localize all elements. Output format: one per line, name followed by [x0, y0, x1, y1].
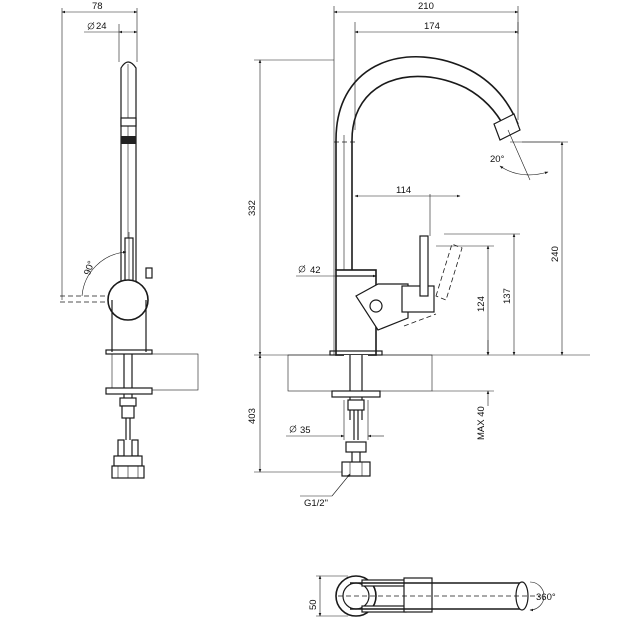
- dim-240: 240: [522, 141, 568, 356]
- dim-360-label: 360°: [536, 592, 556, 603]
- dim-332-label: 332: [247, 200, 258, 216]
- dim-max-40: MAX 40: [432, 340, 494, 440]
- dim-diameter-50: 50: [308, 575, 348, 617]
- dim-diameter-42: 42: [296, 264, 377, 278]
- dim-240-label: 240: [550, 246, 561, 262]
- dim-42-label: 42: [310, 265, 321, 276]
- dim-403-label: 403: [247, 408, 258, 424]
- dim-78: 78: [61, 1, 138, 300]
- top-view: 50 360°: [308, 575, 556, 617]
- dim-max-40-label: MAX 40: [476, 406, 487, 440]
- dim-332: 332: [247, 59, 334, 356]
- dim-174-label: 174: [424, 21, 440, 32]
- thread-callout: G1/2": [300, 473, 351, 509]
- dim-diameter-24-label: 24: [96, 21, 107, 32]
- dim-137-label: 137: [502, 288, 513, 304]
- dim-20-label: 20°: [490, 154, 505, 165]
- dim-210-label: 210: [418, 1, 434, 12]
- dim-114-label: 114: [396, 185, 411, 196]
- side-view: 78 24 90°: [60, 1, 199, 479]
- thread-label: G1/2": [304, 498, 328, 509]
- dim-114: 114: [354, 185, 461, 236]
- dim-78-label: 78: [92, 1, 103, 12]
- dim-90-label: 90°: [82, 259, 97, 276]
- dim-403: 403: [247, 354, 350, 473]
- dim-137: 137: [502, 233, 516, 356]
- dim-174: 174: [354, 21, 519, 130]
- dim-124-label: 124: [476, 296, 487, 312]
- front-view: 210 174 332 403 20°: [247, 1, 590, 509]
- dim-35-label: 35: [300, 425, 311, 436]
- dim-diameter-35: 35: [286, 400, 384, 440]
- dim-diameter-24: 24: [84, 21, 138, 62]
- dim-50-label: 50: [308, 599, 319, 610]
- dim-124: 124: [476, 245, 490, 356]
